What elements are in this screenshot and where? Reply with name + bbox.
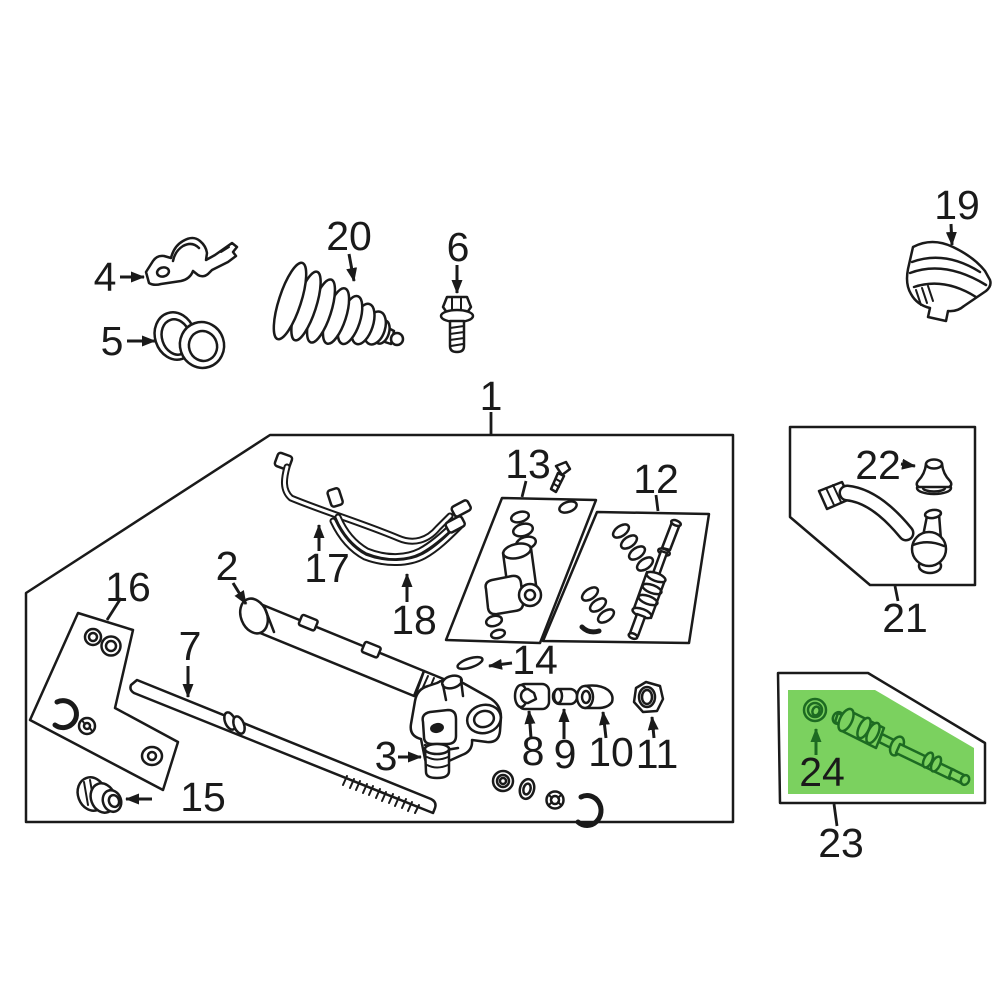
- leader-23: [832, 803, 839, 827]
- part-10-spring-cap: [575, 684, 614, 710]
- callout-label-11: 11: [636, 731, 679, 777]
- leader-lines: [105, 412, 900, 827]
- callout-labels: 1 2 3 4 5 6 7 8 9 10 11 12 13 14 15 16 1…: [94, 182, 980, 866]
- bracket-hole: [155, 266, 171, 278]
- callout-label-19: 19: [934, 182, 980, 228]
- leader-12: [654, 494, 660, 512]
- callout-label-7: 7: [179, 623, 202, 669]
- callout-label-18: 18: [391, 597, 437, 643]
- callout-label-13: 13: [505, 441, 551, 487]
- arrow-2: [231, 582, 248, 605]
- callout-label-10: 10: [588, 729, 634, 775]
- snap-ring-small: [575, 793, 604, 829]
- callout-label-24: 24: [799, 749, 845, 795]
- callout-label-3: 3: [375, 733, 398, 779]
- part-7-rack-shaft: [129, 678, 437, 815]
- callout-label-4: 4: [94, 254, 117, 300]
- callout-label-14: 14: [512, 637, 558, 683]
- pipe-fitting-lower: [444, 515, 466, 534]
- part-9-guide-pin: [551, 687, 579, 706]
- part-8-rack-guide: [513, 682, 551, 711]
- arrow-11: [647, 716, 659, 739]
- arrow-14: [488, 658, 513, 670]
- ball-housing: [910, 530, 948, 568]
- rack-teeth: [342, 775, 420, 814]
- callout-label-23: 23: [818, 820, 864, 866]
- inner-tie-rod: [831, 707, 971, 787]
- leader-16: [105, 597, 123, 621]
- callout-label-2: 2: [216, 543, 239, 589]
- callout-label-20: 20: [326, 213, 372, 259]
- callout-label-9: 9: [554, 731, 577, 777]
- callout-arrows: [120, 223, 957, 805]
- washer-row: [491, 769, 604, 829]
- part-19-cover: [905, 240, 992, 323]
- part-6-bolt: [439, 295, 475, 354]
- part-13-valve-kit-box: [444, 496, 598, 645]
- part-5-cushion: [153, 311, 226, 370]
- part-3-bushing: [423, 742, 451, 780]
- callout-label-15: 15: [180, 774, 226, 820]
- part-12-seal-kit-box: [541, 510, 711, 645]
- callout-label-5: 5: [101, 318, 124, 364]
- callout-label-16: 16: [105, 564, 151, 610]
- part-18-return-pipes: [329, 499, 472, 566]
- part-17-feed-pipe: [273, 451, 454, 545]
- valve-flange: [484, 574, 525, 616]
- callout-label-21: 21: [882, 595, 928, 641]
- callout-label-12: 12: [633, 456, 679, 502]
- part-20-boot: [272, 261, 405, 347]
- callout-label-22: 22: [855, 442, 901, 488]
- part-23-inner-tie-rod-box: [776, 671, 987, 805]
- arrow-8: [524, 710, 536, 739]
- part-24-lock-washer: [802, 697, 828, 723]
- leader-13: [520, 480, 528, 498]
- arrow-22: [900, 458, 916, 470]
- pipe-t-fitting: [326, 487, 344, 508]
- part-13-bolt: [549, 460, 572, 494]
- pipe-fitting-upper: [450, 499, 472, 518]
- part-16-seal-kit-box: [28, 611, 180, 792]
- callout-label-17: 17: [304, 545, 350, 591]
- leader-21: [893, 585, 900, 602]
- snap-ring-large: [52, 698, 79, 731]
- part-22-dust-boot: [915, 462, 953, 489]
- part-11-lock-nut: [632, 680, 665, 714]
- arrow-20: [346, 253, 358, 282]
- callout-label-8: 8: [522, 728, 545, 774]
- part-15-stop-bushing: [76, 776, 123, 814]
- part-14-o-ring: [456, 655, 484, 671]
- arrow-19: [945, 223, 957, 246]
- arrow-10: [599, 711, 610, 739]
- callout-label-1: 1: [480, 373, 503, 419]
- part-4-bracket: [144, 236, 239, 287]
- callout-label-6: 6: [447, 224, 470, 270]
- part-21-tie-rod-end-box: [788, 425, 977, 587]
